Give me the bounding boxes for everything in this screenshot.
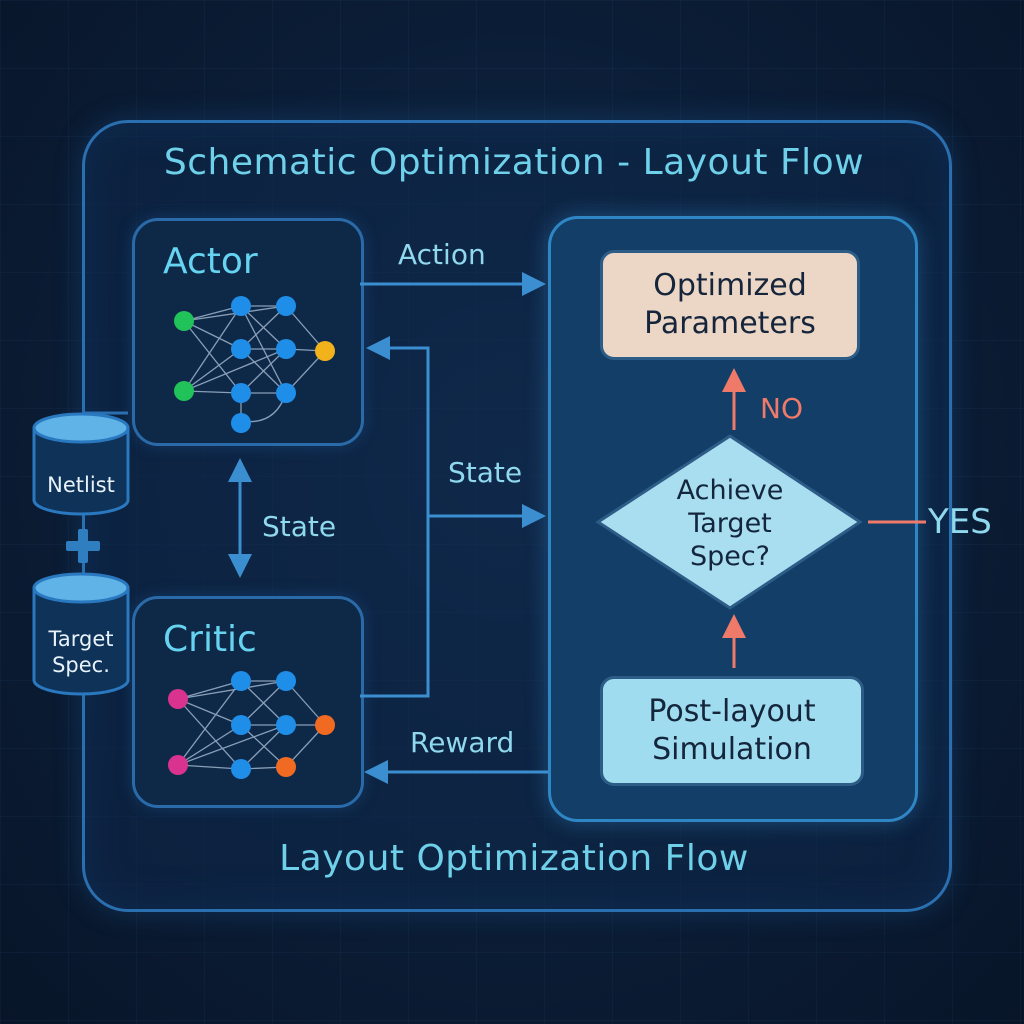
post-layout-simulation-box: Post-layout Simulation: [600, 676, 864, 786]
decision-diamond: [595, 434, 863, 610]
netlist-label: Netlist: [47, 473, 115, 497]
target-spec-line2: Spec.: [52, 653, 110, 677]
critic-box: Critic: [132, 596, 364, 808]
actor-network-icon: [174, 296, 335, 433]
decision-line2: Target: [688, 508, 772, 539]
decision-line3: Spec?: [689, 541, 771, 572]
state-label-right: State: [448, 456, 523, 489]
target-spec-label: Target Spec.: [34, 626, 128, 678]
plus-icon: [66, 529, 100, 563]
netlist-database-icon: [32, 412, 130, 516]
yes-label: YES: [928, 502, 992, 542]
decision-line1: Achieve: [676, 475, 784, 506]
footer-title: Layout Optimization Flow: [279, 838, 749, 879]
optimized-parameters-box: Optimized Parameters: [600, 250, 860, 360]
target-spec-line1: Target: [48, 627, 114, 651]
simulation-line2: Simulation: [652, 732, 812, 767]
diagram-title: Schematic Optimization - Layout Flow: [163, 142, 865, 183]
no-label: NO: [760, 392, 803, 425]
simulation-line1: Post-layout: [648, 694, 816, 729]
state-label-between: State: [262, 510, 337, 543]
state-feedback-arrow: [360, 336, 430, 698]
critic-label: Critic: [163, 619, 257, 660]
actor-label: Actor: [163, 241, 258, 282]
target-spec-database-icon: [32, 572, 130, 696]
action-label: Action: [398, 238, 486, 271]
critic-network-icon: [168, 671, 335, 779]
reward-label: Reward: [410, 726, 515, 759]
actor-box: Actor: [132, 218, 364, 446]
optimized-line1: Optimized: [653, 268, 807, 303]
optimized-line2: Parameters: [644, 306, 816, 341]
decision-text: Achieve Target Spec?: [640, 474, 820, 573]
